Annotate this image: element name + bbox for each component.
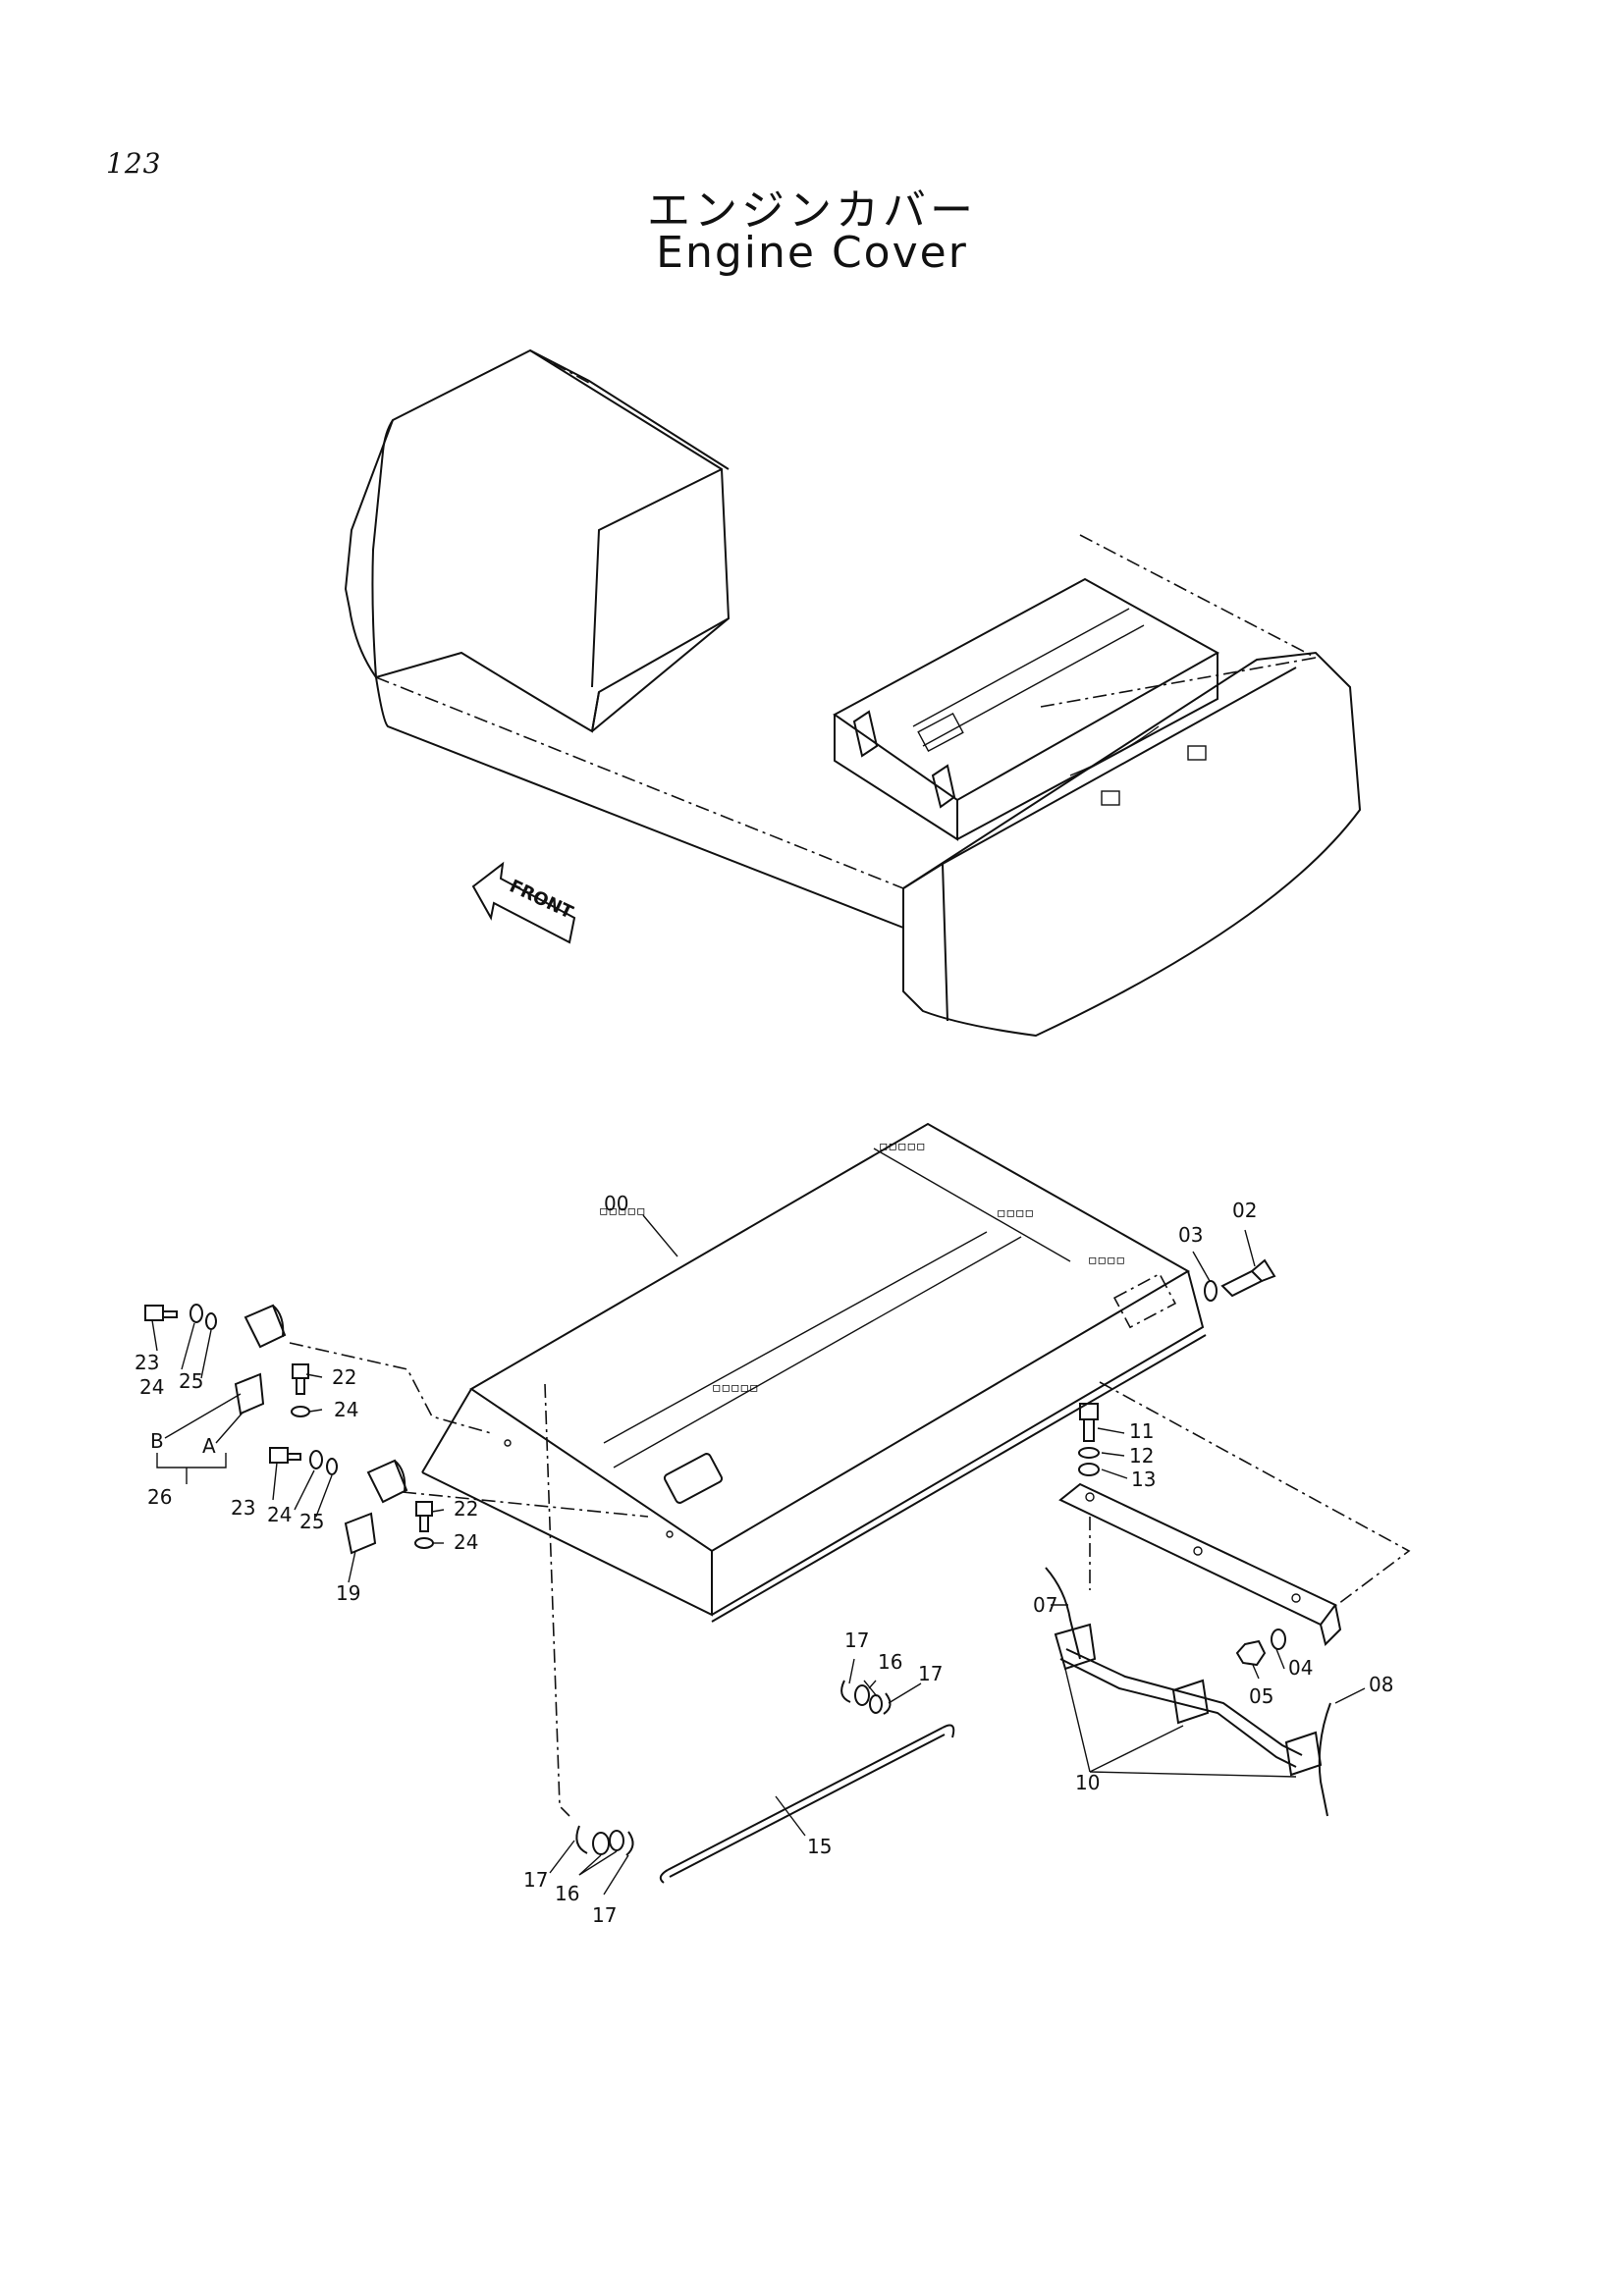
machine-body-overview: FRONT — [344, 348, 1362, 1038]
callout-11: 11 — [1129, 1419, 1154, 1443]
callout-13: 13 — [1131, 1468, 1156, 1491]
callout-19: 19 — [336, 1581, 360, 1605]
callout-16-lower: 16 — [555, 1882, 579, 1905]
callout-24-lower-left: 24 — [267, 1503, 292, 1526]
front-arrow: FRONT — [471, 861, 576, 944]
callout-17-lower-a: 17 — [523, 1868, 548, 1892]
callout-leaders — [151, 1214, 1366, 1896]
callout-03: 03 — [1178, 1223, 1203, 1247]
title-english: Engine Cover — [656, 228, 968, 278]
callout-16-upper: 16 — [878, 1650, 902, 1674]
callout-labels: 00 02 03 11 12 13 07 04 05 08 10 15 17 1… — [135, 1192, 1393, 1927]
callout-23-lower: 23 — [231, 1496, 255, 1520]
title-japanese: エンジンカバー — [647, 186, 977, 236]
callout-B: B — [150, 1429, 164, 1453]
callout-26: 26 — [147, 1485, 172, 1509]
callout-A: A — [202, 1434, 216, 1458]
callout-00: 00 — [604, 1192, 628, 1215]
callout-22-lower: 22 — [454, 1497, 478, 1521]
front-label: FRONT — [506, 876, 576, 923]
cover-hole-pattern-1: ▫▫▫▫▫ — [599, 1203, 645, 1219]
cover-hole-pattern-4: ▫▫▫▫▫ — [712, 1380, 758, 1396]
callout-24-upper-left: 24 — [139, 1375, 164, 1399]
callout-25-upper: 25 — [179, 1369, 203, 1393]
callout-10: 10 — [1075, 1771, 1100, 1794]
cover-hole-pattern-5: ▫▫▫▫ — [1088, 1253, 1125, 1268]
callout-24-upper-right: 24 — [334, 1398, 358, 1421]
callout-23-upper: 23 — [135, 1351, 159, 1374]
page-number: 123 — [106, 147, 162, 180]
callout-08: 08 — [1369, 1673, 1393, 1696]
callout-07: 07 — [1033, 1593, 1057, 1617]
callout-15: 15 — [807, 1835, 832, 1858]
callout-12: 12 — [1129, 1444, 1154, 1468]
callout-24-lower-right: 24 — [454, 1530, 478, 1554]
callout-22-upper: 22 — [332, 1365, 356, 1389]
callout-17-lower-b: 17 — [592, 1903, 617, 1927]
callout-17-upper-a: 17 — [844, 1629, 869, 1652]
cover-hole-pattern-3: ▫▫▫▫ — [997, 1205, 1034, 1221]
cover-hole-pattern-2: ▫▫▫▫▫ — [879, 1139, 925, 1154]
callout-02: 02 — [1232, 1199, 1257, 1222]
callout-17-upper-b: 17 — [918, 1662, 943, 1685]
callout-25-lower: 25 — [299, 1510, 324, 1533]
callout-05: 05 — [1249, 1684, 1273, 1708]
engine-cover-exploded: ▫▫▫▫▫ ▫▫▫▫▫ ▫▫▫▫ ▫▫▫▫▫ ▫▫▫▫ — [144, 1122, 1411, 1884]
callout-04: 04 — [1288, 1656, 1313, 1680]
